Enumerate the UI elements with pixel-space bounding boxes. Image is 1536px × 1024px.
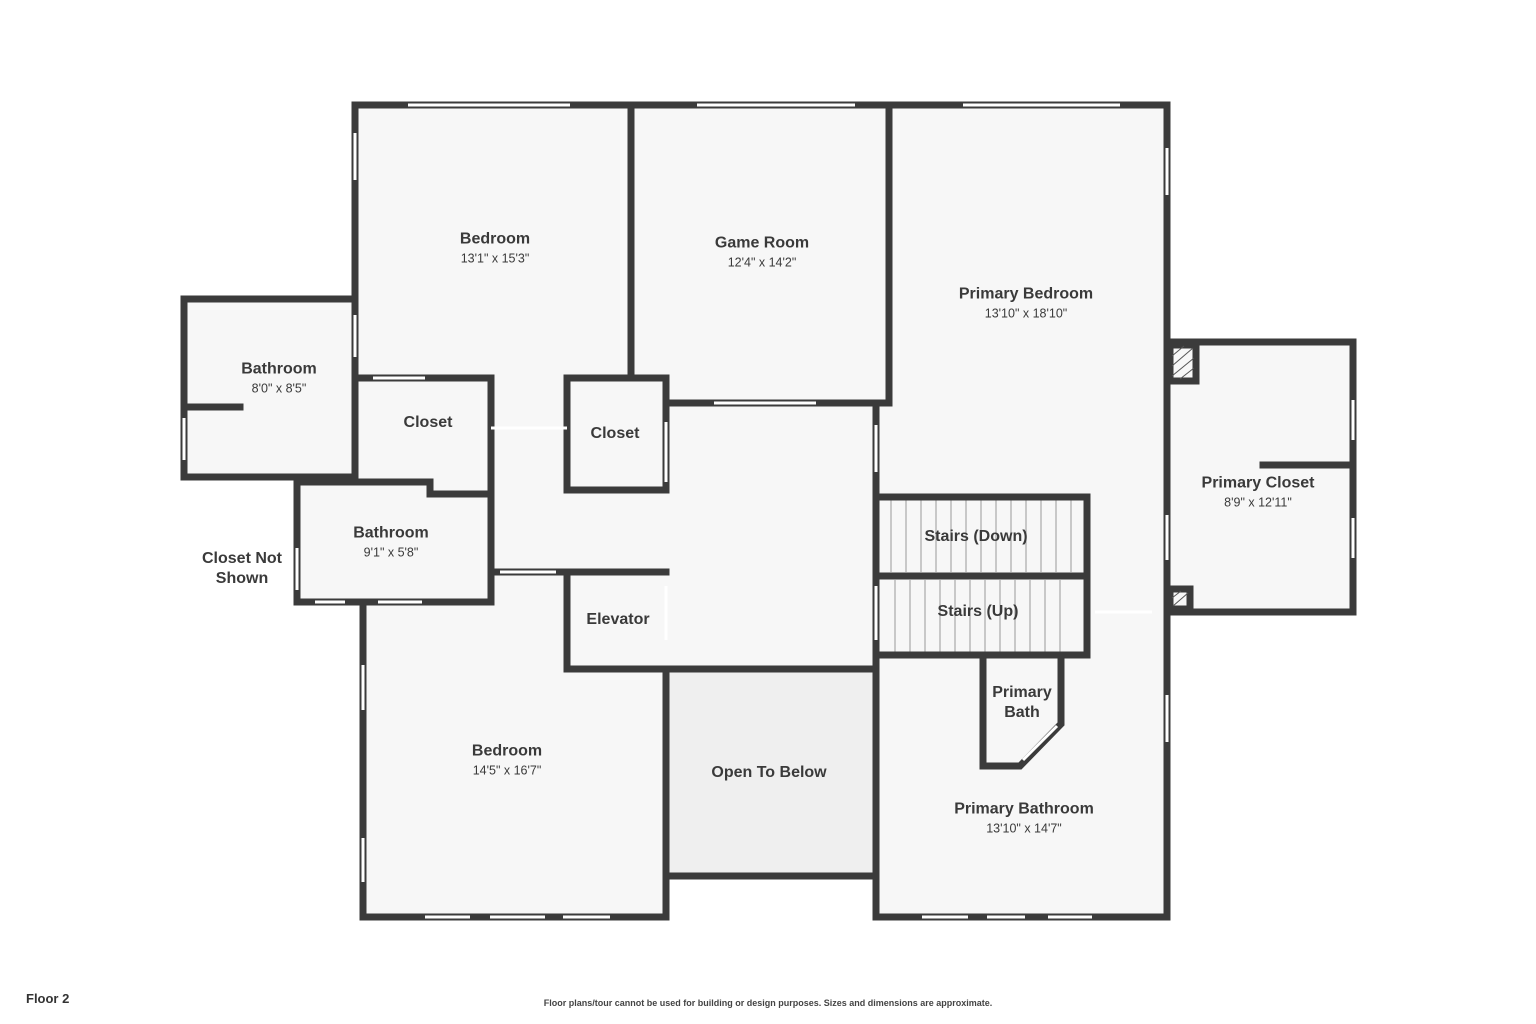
label-line-1: Closet Not [202, 550, 282, 567]
game-room-label: Game Room 12'4" x 14'2" [715, 234, 809, 271]
label-line-2: Bath [1004, 704, 1040, 721]
room-dims: 12'4" x 14'2" [727, 255, 797, 270]
room-name: Primary Bedroom [958, 285, 1094, 303]
stairs-up-label: Stairs (Up) [938, 602, 1019, 622]
stairs-up-treads [894, 580, 1061, 652]
room-name: Open To Below [711, 764, 827, 781]
primary-closet-label: Primary Closet 8'9" x 12'11" [1202, 474, 1315, 511]
bathroom-small-label: Bathroom 9'1" x 5'8" [353, 524, 429, 561]
closet-not-shown-label: Closet Not Shown [202, 549, 282, 589]
bathroom-left-label: Bathroom 8'0" x 8'5" [241, 360, 317, 397]
closet-center-label: Closet [591, 424, 640, 444]
room-name: Bathroom [241, 360, 317, 378]
room-name: Bathroom [353, 524, 429, 542]
primary-bath-small-label: Primary Bath [992, 683, 1052, 723]
open-to-below-area [666, 669, 875, 874]
room-dims: 14'5" x 16'7" [472, 763, 542, 778]
exterior-notch [667, 876, 874, 926]
label-line-1: Primary [992, 684, 1052, 701]
floor-label: Floor 2 [26, 991, 70, 1006]
stairs-down-label: Stairs (Down) [924, 527, 1027, 547]
room-name: Elevator [586, 611, 650, 628]
disclaimer: Floor plans/tour cannot be used for buil… [543, 998, 993, 1008]
windows [182, 103, 1355, 919]
room-name: Bedroom [459, 230, 531, 248]
room-dims: 9'1" x 5'8" [363, 545, 419, 560]
room-name: Bedroom [471, 742, 543, 760]
room-dims: 13'1" x 15'3" [460, 251, 530, 266]
room-name: Closet [590, 425, 640, 442]
exterior-notch-left [297, 605, 360, 920]
elevator-label: Elevator [586, 610, 649, 630]
room-dims: 8'0" x 8'5" [251, 381, 307, 396]
room-name: Stairs (Up) [937, 603, 1019, 620]
room-name: Stairs (Down) [924, 528, 1028, 545]
bedroom-bottom-label: Bedroom 14'5" x 16'7" [472, 742, 542, 779]
primary-bathroom-label: Primary Bathroom 13'10" x 14'7" [954, 800, 1094, 837]
room-dims: 13'10" x 14'7" [986, 821, 1062, 836]
room-name: Game Room [714, 234, 810, 252]
room-name: Closet [403, 414, 453, 431]
open-to-below-label: Open To Below [711, 763, 826, 783]
bedroom-top-label: Bedroom 13'1" x 15'3" [460, 230, 530, 267]
hatch-marks [1171, 345, 1195, 607]
closet-left-label: Closet [404, 413, 453, 433]
stairs-down-treads [890, 500, 1072, 572]
room-name: Primary Closet [1201, 474, 1315, 492]
label-line-2: Shown [215, 570, 269, 587]
room-dims: 8'9" x 12'11" [1224, 495, 1292, 510]
room-dims: 13'10" x 18'10" [984, 306, 1068, 321]
room-name: Primary Bathroom [954, 800, 1094, 818]
primary-bedroom-label: Primary Bedroom 13'10" x 18'10" [959, 285, 1093, 322]
